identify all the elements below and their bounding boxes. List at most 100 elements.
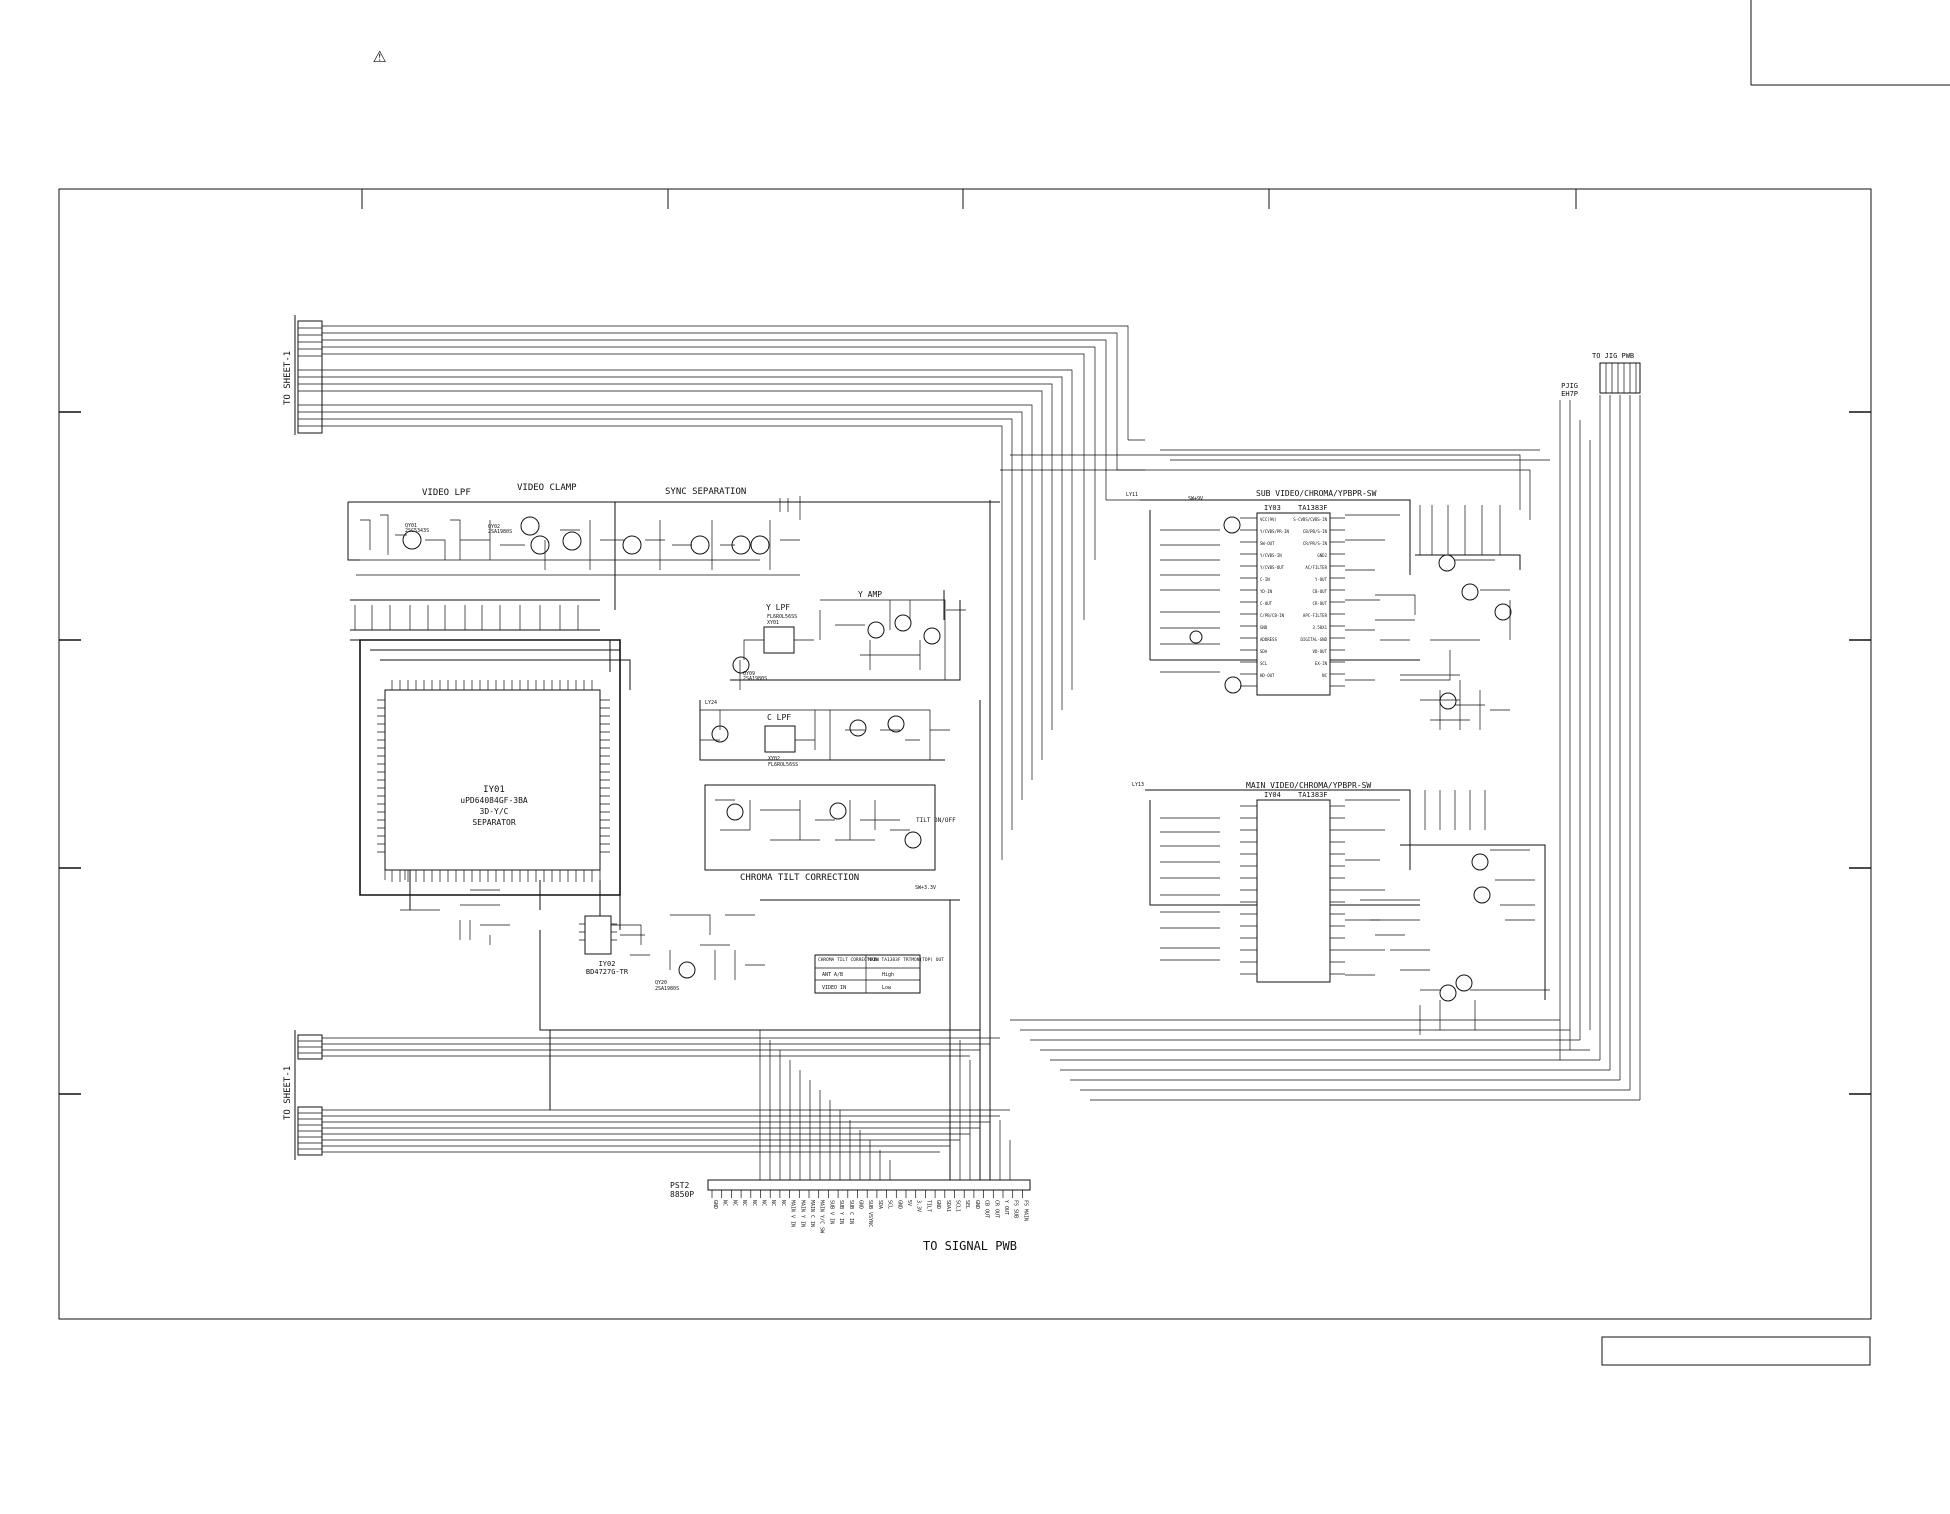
svg-text:DIGITAL-GND: DIGITAL-GND <box>1301 637 1328 642</box>
video-lpf-label: VIDEO LPF <box>422 488 471 498</box>
title-box <box>1601 1336 1871 1366</box>
main-video-label: MAIN VIDEO/CHROMA/YPBPR-SW <box>1246 781 1371 790</box>
svg-text:C/PB/CB-IN: C/PB/CB-IN <box>1260 613 1285 618</box>
pst2-pin-label: NC <box>761 1200 767 1206</box>
c-lpf-section: C LPF XY02 FL6ROL56SS LY24 <box>699 700 950 768</box>
svg-text:High: High <box>882 972 894 978</box>
pst2-pin-label: GND <box>935 1200 941 1209</box>
pst2-pin-label: NC <box>780 1200 786 1206</box>
svg-text:CR-OUT: CR-OUT <box>1313 601 1328 606</box>
iy01-part: uPD64084GF-3BA <box>460 796 528 805</box>
y-lpf-section: Y LPF Y AMP XY01 FL6ROL56SS QY09 2SA1980… <box>730 590 966 690</box>
svg-text:CB-OUT: CB-OUT <box>1313 589 1328 594</box>
svg-text:SW-OUT: SW-OUT <box>1260 541 1275 546</box>
pjig-connector: TO JIG PWB PJIG EH7P <box>1561 352 1641 398</box>
chroma-tilt-section: CHROMA TILT CORRECTION TILT ON/OFF SW+3.… <box>704 784 960 1180</box>
pst2-pin-label: 3.3V <box>916 1200 922 1212</box>
pst2-pin-label: MAIN Y/C SW <box>819 1200 825 1234</box>
pst2-pin-label: MAIN V IN <box>790 1200 796 1227</box>
to-jig-label: TO JIG PWB <box>1592 352 1634 360</box>
video-input-section: VIDEO LPF VIDEO CLAMP SYNC SEPARATION QY… <box>347 483 1000 610</box>
iy01-ref: IY01 <box>483 785 505 795</box>
svg-text:2SA1980S: 2SA1980S <box>655 986 679 992</box>
svg-text:SDA: SDA <box>1260 649 1268 654</box>
svg-text:PJIG: PJIG <box>1561 382 1578 390</box>
svg-text:QY20: QY20 <box>655 980 667 986</box>
iy01-func2: SEPARATOR <box>472 818 516 827</box>
pst2-pin-label: TILT <box>925 1200 931 1212</box>
pst2-pin-label: FS MAIN <box>1022 1200 1028 1221</box>
svg-text:Y/CVBS-IN: Y/CVBS-IN <box>1260 553 1282 558</box>
pst2-pin-label: SCL1 <box>955 1200 961 1212</box>
pst2-pin-label: SDA1 <box>945 1200 951 1212</box>
pst2-pin-label: SDA <box>877 1200 883 1209</box>
connector-bottom-left: TO SHEET-1 <box>283 1030 1010 1160</box>
pst2-pin-label: SCL <box>887 1200 893 1209</box>
svg-text:YD-IN: YD-IN <box>1260 589 1273 594</box>
svg-text:C-OUT: C-OUT <box>1260 601 1273 606</box>
svg-text:VCC(9V): VCC(9V) <box>1260 517 1277 522</box>
pst2-pin-label: SUB VSYNC <box>867 1200 873 1227</box>
svg-text:VIDEO IN: VIDEO IN <box>822 985 846 991</box>
iy02-ic: IY02 BD4727G-TR <box>579 915 650 976</box>
svg-text:C-IN: C-IN <box>1260 577 1270 582</box>
pst2-pin-label: CB OUT <box>984 1200 990 1218</box>
svg-text:GND: GND <box>1260 625 1268 630</box>
iy03-ref: IY03 <box>1264 504 1281 512</box>
pst2-pin-label: GND <box>712 1200 718 1209</box>
iy03-section: SUB VIDEO/CHROMA/YPBPR-SW LY11 SW+9V IY0… <box>1126 489 1521 730</box>
pst2-pin-label: SEL <box>964 1200 970 1209</box>
iy01-func: 3D-Y/C <box>480 807 509 816</box>
pst2-pin-label: Y OUT <box>1003 1200 1009 1215</box>
pst2-pin-label: FS SUB <box>1013 1200 1019 1218</box>
svg-text:ADDRESS: ADDRESS <box>1260 637 1277 642</box>
drawing-frame <box>58 188 1872 1320</box>
svg-text:QY01: QY01 <box>405 523 417 529</box>
right-bus <box>1010 395 1641 1101</box>
qy20-part: QY20 2SA1980S <box>655 914 765 992</box>
pst2-pin-label: 5V <box>906 1200 912 1206</box>
svg-text:BD4727G-TR: BD4727G-TR <box>586 968 629 976</box>
svg-text:FL6ROL56SS: FL6ROL56SS <box>767 614 797 620</box>
svg-text:IY02: IY02 <box>599 960 616 968</box>
pst2-pin-label: SUB V IN <box>828 1200 834 1224</box>
y-lpf-label: Y LPF <box>766 603 790 612</box>
warning-icon: ⚠ <box>373 43 386 68</box>
pst2-pin-label: SUB C IN <box>848 1200 854 1224</box>
svg-text:GND2: GND2 <box>1317 553 1327 558</box>
sub-video-label: SUB VIDEO/CHROMA/YPBPR-SW <box>1256 489 1377 498</box>
pst2-pin-label: GND <box>858 1200 864 1209</box>
svg-text:Y-OUT: Y-OUT <box>1315 577 1328 582</box>
pst2-pin-label: SUB Y IN <box>838 1200 844 1224</box>
connector-top-left: TO SHEET-1 <box>283 315 323 435</box>
svg-text:Low: Low <box>882 985 892 991</box>
svg-text:APC-FILTER: APC-FILTER <box>1303 613 1328 618</box>
svg-text:NC: NC <box>1322 673 1327 678</box>
svg-text:HD-OUT: HD-OUT <box>1260 673 1275 678</box>
svg-text:2SA1980S: 2SA1980S <box>743 676 767 682</box>
pst2-pin-label: MAIN Y IN <box>799 1200 805 1227</box>
svg-text:XY02: XY02 <box>768 756 780 762</box>
svg-text:SW+3.3V: SW+3.3V <box>915 885 936 891</box>
pst2-pin-label: GND <box>974 1200 980 1209</box>
svg-text:SCL: SCL <box>1260 661 1268 666</box>
pst2-pin-label: NC <box>731 1200 737 1206</box>
to-sheet-bottom-label: TO SHEET-1 <box>283 1066 293 1120</box>
svg-text:2SA1980S: 2SA1980S <box>488 529 512 535</box>
svg-text:2SC5343S: 2SC5343S <box>405 528 429 534</box>
svg-text:ANT A/B: ANT A/B <box>822 972 843 978</box>
svg-text:SW+9V: SW+9V <box>1188 496 1203 502</box>
pst2-pin-label: NC <box>751 1200 757 1206</box>
svg-text:LY24: LY24 <box>705 700 717 706</box>
tilt-label: TILT ON/OFF <box>916 817 956 824</box>
iy04-ref: IY04 <box>1264 791 1281 799</box>
to-sheet-top-label: TO SHEET-1 <box>283 351 293 405</box>
pst2-pin-label: NC <box>722 1200 728 1206</box>
svg-text:CB/PB/S-IN: CB/PB/S-IN <box>1303 529 1328 534</box>
frame-ticks <box>59 189 1871 1095</box>
tt-h1: CHROMA TILT CORRECTION <box>818 957 878 963</box>
svg-text:QY09: QY09 <box>743 671 755 677</box>
